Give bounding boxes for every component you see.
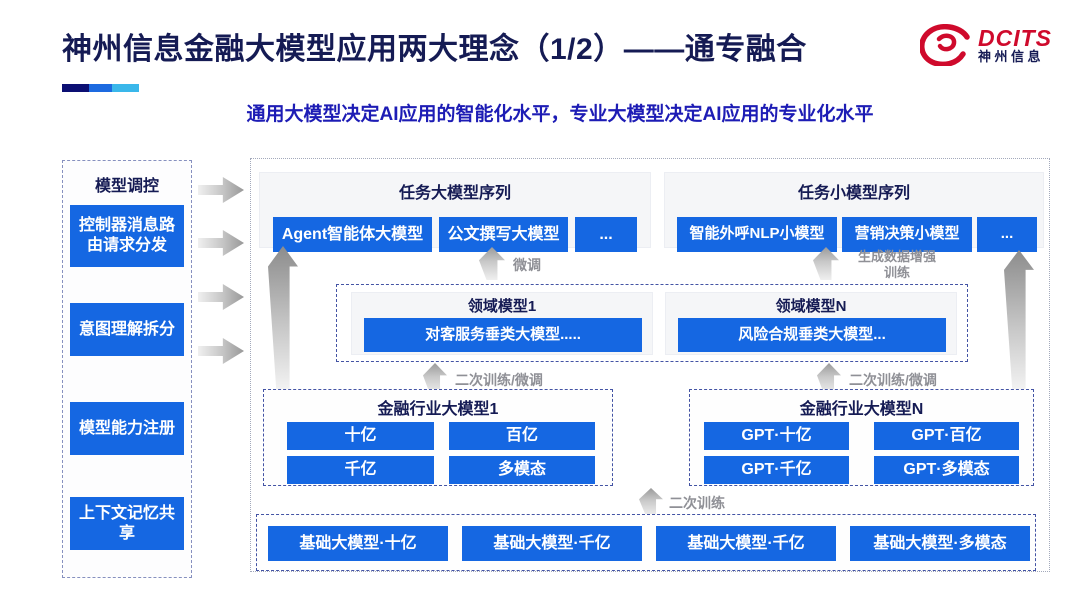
company-logo: DCITS 神州信息: [920, 24, 1052, 66]
task-large-model-row: Agent智能体大模型 公文撰写大模型 ...: [273, 217, 637, 252]
model-box-10b: 百亿: [449, 422, 595, 450]
model-box-base-multimodal: 基础大模型·多模态: [850, 526, 1030, 561]
task-large-model-group: 任务大模型序列 Agent智能体大模型 公文撰写大模型 ...: [259, 172, 651, 252]
page-title: 神州信息金融大模型应用两大理念（1/2）——通专融合: [62, 33, 807, 66]
task-small-model-row: 智能外呼NLP小模型 营销决策小模型 ...: [677, 217, 1037, 252]
model-box-multimodal: 多模态: [449, 456, 595, 484]
model-box-ellipsis: ...: [575, 217, 637, 252]
retrain-finetune-label-left: 二次训练/微调: [455, 372, 543, 388]
sidebar-item-intent: 意图理解拆分: [70, 303, 184, 356]
up-arrow-icon: [1004, 250, 1034, 392]
underline-segment-cyan: [112, 84, 139, 92]
industry-model-group-1: 金融行业大模型1 十亿 百亿 千亿 多模态: [263, 389, 613, 486]
model-box-gpt-1b: GPT·十亿: [704, 422, 849, 450]
domain-model-group: 领域模型1 对客服务垂类大模型..... 领域模型N 风险合规垂类大模型...: [336, 284, 968, 362]
data-augmentation-label-line2: 训练: [883, 264, 910, 280]
model-box-gpt-100b: GPT·千亿: [704, 456, 849, 484]
sidebar-item-registry: 模型能力注册: [70, 402, 184, 455]
model-box-marketing: 营销决策小模型: [842, 217, 972, 252]
domain-model-n: 领域模型N 风险合规垂类大模型...: [665, 292, 957, 355]
model-box-gpt-10b: GPT·百亿: [874, 422, 1019, 450]
data-augmentation-label: 生成数据增强 训练: [847, 249, 947, 280]
model-box-100b: 千亿: [287, 456, 434, 484]
model-box-base-1b: 基础大模型·十亿: [268, 526, 448, 561]
model-box-customer-service: 对客服务垂类大模型.....: [364, 318, 642, 352]
industry-model-group-n: 金融行业大模型N GPT·十亿 GPT·百亿 GPT·千亿 GPT·多模态: [689, 389, 1034, 486]
dcits-swirl-icon: [920, 24, 972, 66]
group-title: 任务小模型序列: [797, 185, 910, 202]
model-box-1b: 十亿: [287, 422, 434, 450]
base-model-group: 基础大模型·十亿 基础大模型·千亿 基础大模型·千亿 基础大模型·多模态: [256, 514, 1036, 571]
group-title: 金融行业大模型1: [377, 401, 499, 418]
model-box-risk-compliance: 风险合规垂类大模型...: [678, 318, 946, 352]
retrain-label-bottom: 二次训练: [669, 495, 725, 511]
slide-subtitle: 通用大模型决定AI应用的智能化水平，专业大模型决定AI应用的专业化水平: [246, 104, 874, 125]
title-underline-bar: [62, 84, 139, 92]
underline-segment-blue: [89, 84, 112, 92]
retrain-finetune-label-right: 二次训练/微调: [849, 372, 937, 388]
model-box-outbound-nlp: 智能外呼NLP小模型: [677, 217, 837, 252]
sidebar-item-context: 上下文记忆共享: [70, 497, 184, 550]
logo-brand-cn: 神州信息: [978, 49, 1045, 65]
industry-model-grid: 十亿 百亿 千亿 多模态: [287, 422, 595, 484]
group-title: 金融行业大模型N: [799, 401, 924, 418]
task-small-model-group: 任务小模型序列 智能外呼NLP小模型 营销决策小模型 ...: [664, 172, 1044, 252]
industry-model-grid: GPT·十亿 GPT·百亿 GPT·千亿 GPT·多模态: [704, 422, 1019, 484]
group-title: 领域模型N: [775, 298, 847, 315]
up-arrow-icon: [268, 246, 298, 392]
group-title: 任务大模型序列: [398, 185, 511, 202]
model-box-ellipsis: ...: [977, 217, 1037, 252]
right-arrow-icon: [198, 338, 244, 364]
group-title: 领域模型1: [467, 298, 537, 315]
right-arrow-icon: [198, 230, 244, 256]
logo-text: DCITS 神州信息: [978, 26, 1052, 64]
domain-model-1: 领域模型1 对客服务垂类大模型.....: [351, 292, 653, 355]
sidebar-item-router: 控制器消息路由请求分发: [70, 205, 184, 267]
data-augmentation-label-line1: 生成数据增强: [857, 249, 936, 264]
underline-segment-navy: [62, 84, 89, 92]
right-arrow-icon: [198, 177, 244, 203]
base-model-row: 基础大模型·十亿 基础大模型·千亿 基础大模型·千亿 基础大模型·多模态: [268, 526, 1030, 561]
model-architecture-diagram: 任务大模型序列 Agent智能体大模型 公文撰写大模型 ... 任务小模型序列 …: [250, 158, 1050, 572]
fine-tune-label: 微调: [513, 257, 541, 273]
model-box-gpt-multimodal: GPT·多模态: [874, 456, 1019, 484]
model-box-doc-writing: 公文撰写大模型: [439, 217, 568, 252]
model-box-base-100b-2: 基础大模型·千亿: [656, 526, 836, 561]
model-box-base-100b: 基础大模型·千亿: [462, 526, 642, 561]
model-control-panel: 模型调控 控制器消息路由请求分发 意图理解拆分 模型能力注册 上下文记忆共享: [62, 160, 192, 578]
sidebar-title: 模型调控: [94, 178, 159, 195]
logo-brand-en: DCITS: [978, 25, 1052, 52]
up-arrow-icon: [639, 488, 663, 516]
right-arrow-icon: [198, 284, 244, 310]
model-box-agent: Agent智能体大模型: [273, 217, 432, 252]
